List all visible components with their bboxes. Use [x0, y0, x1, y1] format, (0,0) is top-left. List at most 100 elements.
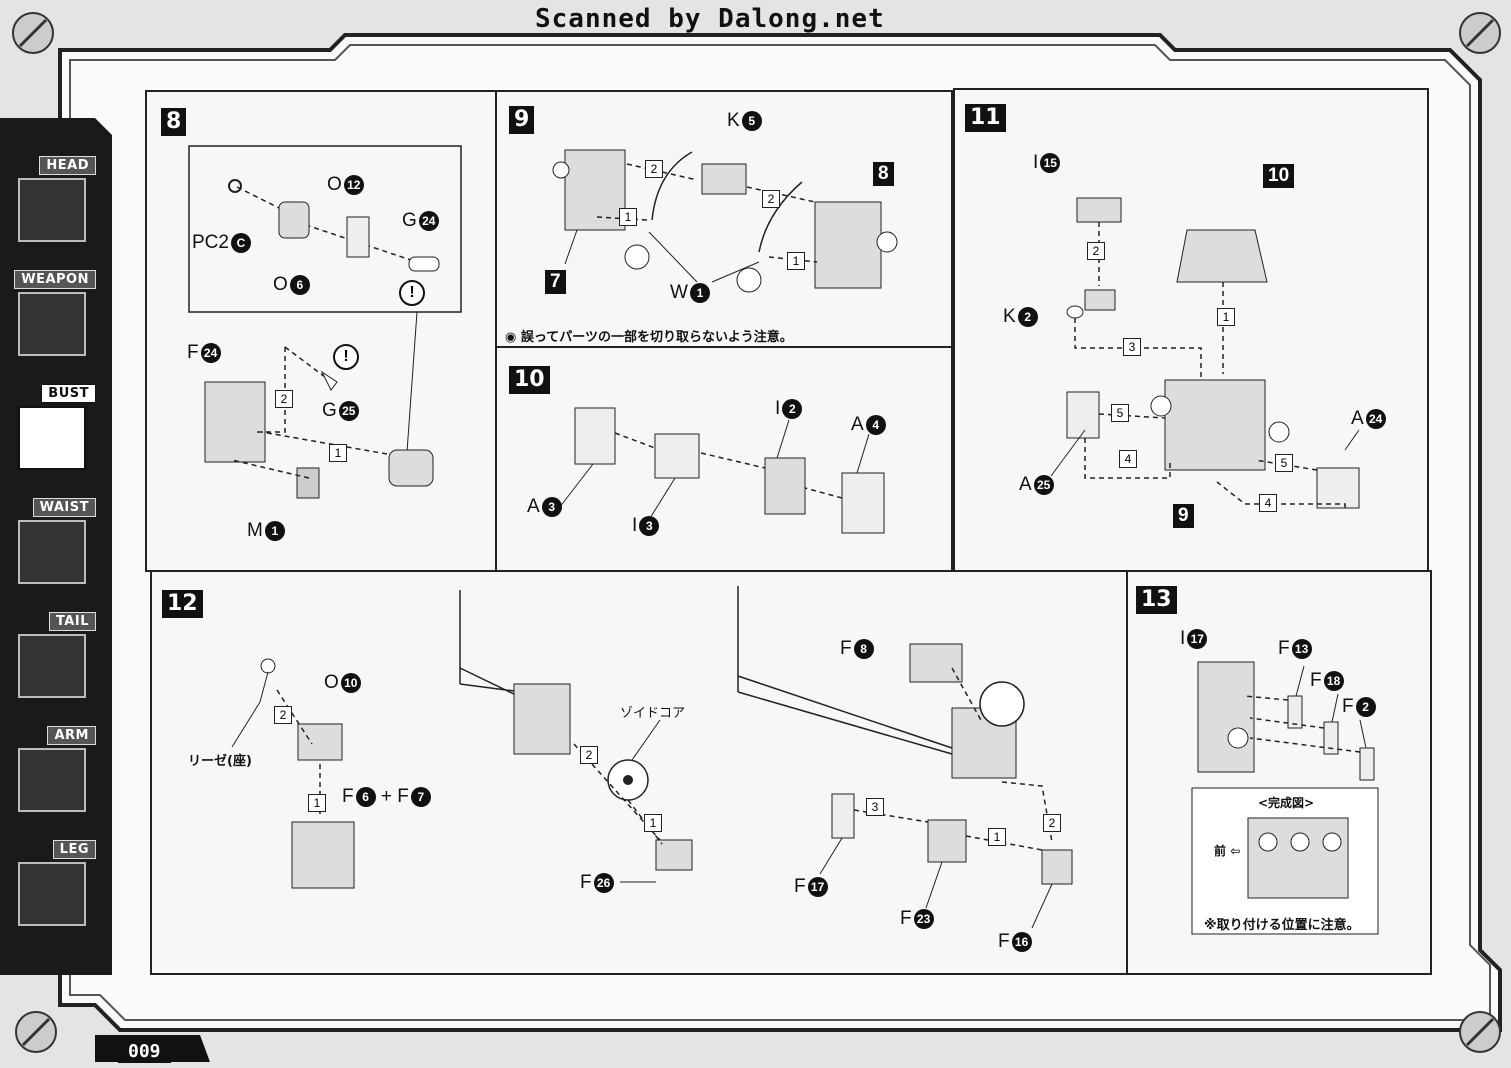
part-number: 18	[1323, 670, 1344, 691]
arrow-left-icon: ⇦	[1226, 844, 1241, 858]
tab-weapon[interactable]: WEAPON	[8, 268, 100, 364]
order-marker: 2	[274, 706, 292, 724]
part-number: 6	[355, 786, 376, 807]
tab-label: WEAPON	[14, 270, 96, 289]
part-letter: F	[397, 786, 409, 807]
order-marker: 2	[762, 190, 780, 208]
tab-label: WAIST	[32, 498, 96, 517]
tab-arm[interactable]: ARM	[8, 724, 100, 820]
tab-label: BUST	[41, 384, 96, 403]
part-letter: F	[187, 342, 199, 363]
part-number: 12	[343, 174, 364, 195]
page-number: 009	[118, 1040, 171, 1063]
order-marker: 5	[1275, 454, 1293, 472]
tab-waist[interactable]: WAIST	[8, 496, 100, 592]
tab-label: ARM	[47, 726, 96, 745]
tab-bust[interactable]: BUST	[8, 382, 100, 478]
tab-tail[interactable]: TAIL	[8, 610, 100, 706]
part-number: 24	[418, 210, 439, 231]
bust-thumbnail	[18, 406, 86, 470]
part-letter: F	[900, 908, 912, 929]
part-letter: F	[1278, 638, 1290, 659]
part-letter: A	[851, 414, 864, 435]
reference-step-7: 7	[545, 270, 566, 294]
part-letter: K	[727, 110, 740, 131]
order-marker: 2	[580, 746, 598, 764]
part-number: 3	[541, 496, 562, 517]
part-letter: G	[402, 210, 417, 231]
tab-leg[interactable]: LEG	[8, 838, 100, 934]
completed-view-title: <完成図>	[1258, 796, 1315, 810]
tab-head[interactable]: HEAD	[8, 154, 100, 250]
step-8-diagram	[188, 145, 462, 499]
order-marker: 1	[787, 252, 805, 270]
step-9-diagram	[552, 149, 898, 293]
part-letter: A	[1351, 408, 1364, 429]
part-number: 7	[410, 786, 431, 807]
part-letter: F	[342, 786, 354, 807]
nipper-icon: ◉	[505, 330, 521, 345]
part-number: 4	[865, 414, 886, 435]
tab-label: LEG	[52, 840, 96, 859]
reference-step-8: 8	[873, 162, 894, 186]
step-number: 13	[1136, 586, 1177, 614]
part-number: 13	[1291, 638, 1312, 659]
part-letter: F	[794, 876, 806, 897]
order-marker: 3	[866, 798, 884, 816]
order-marker: 2	[1043, 814, 1061, 832]
part-letter: F	[1310, 670, 1322, 691]
order-marker: 4	[1119, 450, 1137, 468]
front-label: 前	[1214, 844, 1227, 858]
part-letter: F	[580, 872, 592, 893]
part-number: 16	[1011, 931, 1032, 952]
part-number: 26	[593, 872, 614, 893]
reference-step-9: 9	[1173, 504, 1194, 528]
part-number: 3	[639, 515, 660, 536]
part-number: 25	[1033, 474, 1054, 495]
part-number: 2	[1355, 696, 1376, 717]
tab-label: TAIL	[48, 612, 96, 631]
reference-step-10: 10	[1263, 164, 1295, 188]
caution-icon: !	[333, 344, 359, 370]
order-marker: 1	[619, 208, 637, 226]
cutting-caution-note: ◉ 誤ってパーツの一部を切り取らないよう注意。	[505, 326, 793, 345]
tab-label: HEAD	[39, 156, 96, 175]
step-number: 11	[965, 104, 1006, 132]
part-number: 6	[289, 274, 310, 295]
part-number: C	[230, 232, 251, 253]
order-marker: 1	[329, 444, 347, 462]
arm-thumbnail	[18, 748, 86, 812]
step-number: 10	[509, 366, 550, 394]
front-indicator: 前 ⇦	[1214, 842, 1240, 859]
order-marker: 1	[644, 814, 662, 832]
step-12-diagram	[231, 586, 1073, 929]
section-sidebar: HEAD WEAPON BUST WAIST TAIL ARM LEG	[0, 118, 112, 978]
part-letter: W	[670, 282, 688, 303]
plus-sign: +	[380, 786, 392, 807]
order-marker: 1	[1217, 308, 1235, 326]
part-letter: I	[775, 398, 781, 419]
tail-thumbnail	[18, 634, 86, 698]
